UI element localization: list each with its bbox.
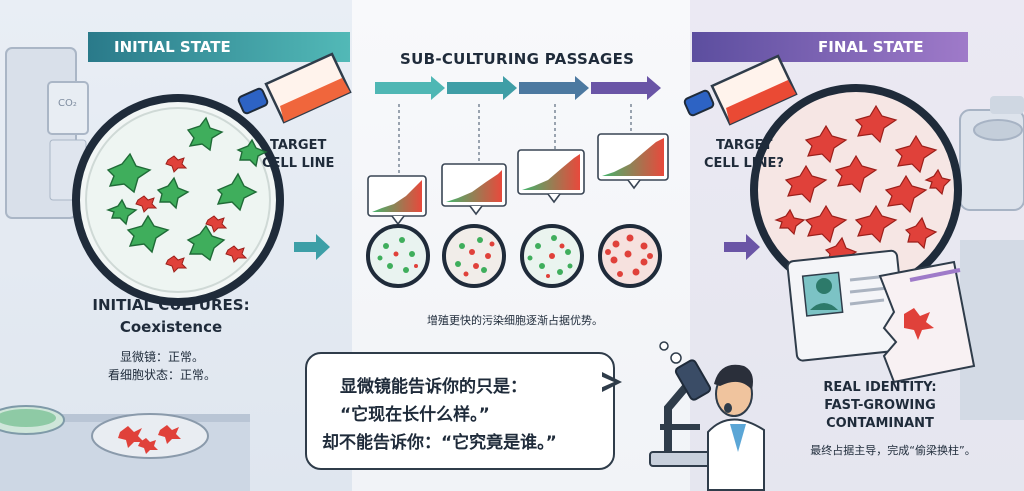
initial-state-banner: INITIAL STATE <box>88 32 350 62</box>
speech-line-3: 却不能告诉你：“它究竟是谁。” <box>322 433 557 453</box>
target-flask-initial <box>237 52 352 124</box>
growth-chart-icon <box>367 175 427 226</box>
centrifuge-icon <box>959 96 1024 211</box>
growth-chart-icon <box>517 149 585 204</box>
real-identity-line-2: FAST-GROWING <box>824 398 936 413</box>
initial-flask-label-2: CELL LINE <box>262 156 335 171</box>
initial-cultures-title: INITIAL CULTURES: <box>92 296 250 314</box>
final-flask-label-1: TARGET <box>716 138 773 153</box>
real-identity-line-1: REAL IDENTITY: <box>823 380 937 395</box>
initial-note-2: 看细胞状态：正常。 <box>108 368 217 382</box>
speech-bubble-tail-fill <box>598 375 614 389</box>
scientist-icon <box>659 341 765 491</box>
final-flask-label-2: CELL LINE? <box>704 156 784 171</box>
dashed-connectors <box>398 104 632 174</box>
id-card-icon <box>786 249 976 384</box>
identity-card <box>786 249 976 384</box>
target-flask-final <box>683 54 798 126</box>
flask-icon <box>237 52 352 124</box>
petri-dish-icon <box>72 94 284 306</box>
final-note: 最终占据主导，完成“偷梁换柱”。 <box>810 444 976 457</box>
arrow-icon <box>724 234 760 260</box>
petri-dish-icon <box>366 224 430 288</box>
speech-line-2: “它现在长什么样。” <box>340 405 490 425</box>
passage-caption: 增殖更快的污染细胞逐渐占据优势。 <box>427 314 603 327</box>
final-state-banner: FINAL STATE <box>692 32 968 62</box>
growth-charts <box>367 133 669 226</box>
scientist-with-microscope <box>649 341 765 491</box>
flask-icon <box>683 54 798 126</box>
arrow-icon <box>375 76 661 100</box>
real-identity-line-3: CONTAMINANT <box>826 416 934 431</box>
petri-dish-icon <box>598 224 662 288</box>
flow-arrow-right <box>724 234 760 260</box>
speech-line-1: 显微镜能告诉你的只是： <box>340 377 527 397</box>
microscope-icon <box>649 359 712 467</box>
flow-arrow-left <box>294 234 330 260</box>
initial-note-1: 显微镜：正常。 <box>120 350 205 364</box>
arrow-icon <box>294 234 330 260</box>
passages-title: SUB-CULTURING PASSAGES <box>400 50 635 68</box>
initial-cultures-subtitle: Coexistence <box>119 318 223 336</box>
passage-dishes <box>366 224 662 288</box>
petri-dish-icon <box>0 405 209 459</box>
growth-chart-icon <box>597 133 669 190</box>
incubator-co2-label: CO₂ <box>58 98 77 109</box>
initial-culture-dish <box>72 94 284 306</box>
speech-bubble <box>305 352 615 470</box>
initial-flask-label-1: TARGET <box>270 138 327 153</box>
passage-arrows <box>375 76 661 100</box>
growth-chart-icon <box>441 163 507 216</box>
petri-dish-icon <box>520 224 584 288</box>
petri-dish-icon <box>442 224 506 288</box>
